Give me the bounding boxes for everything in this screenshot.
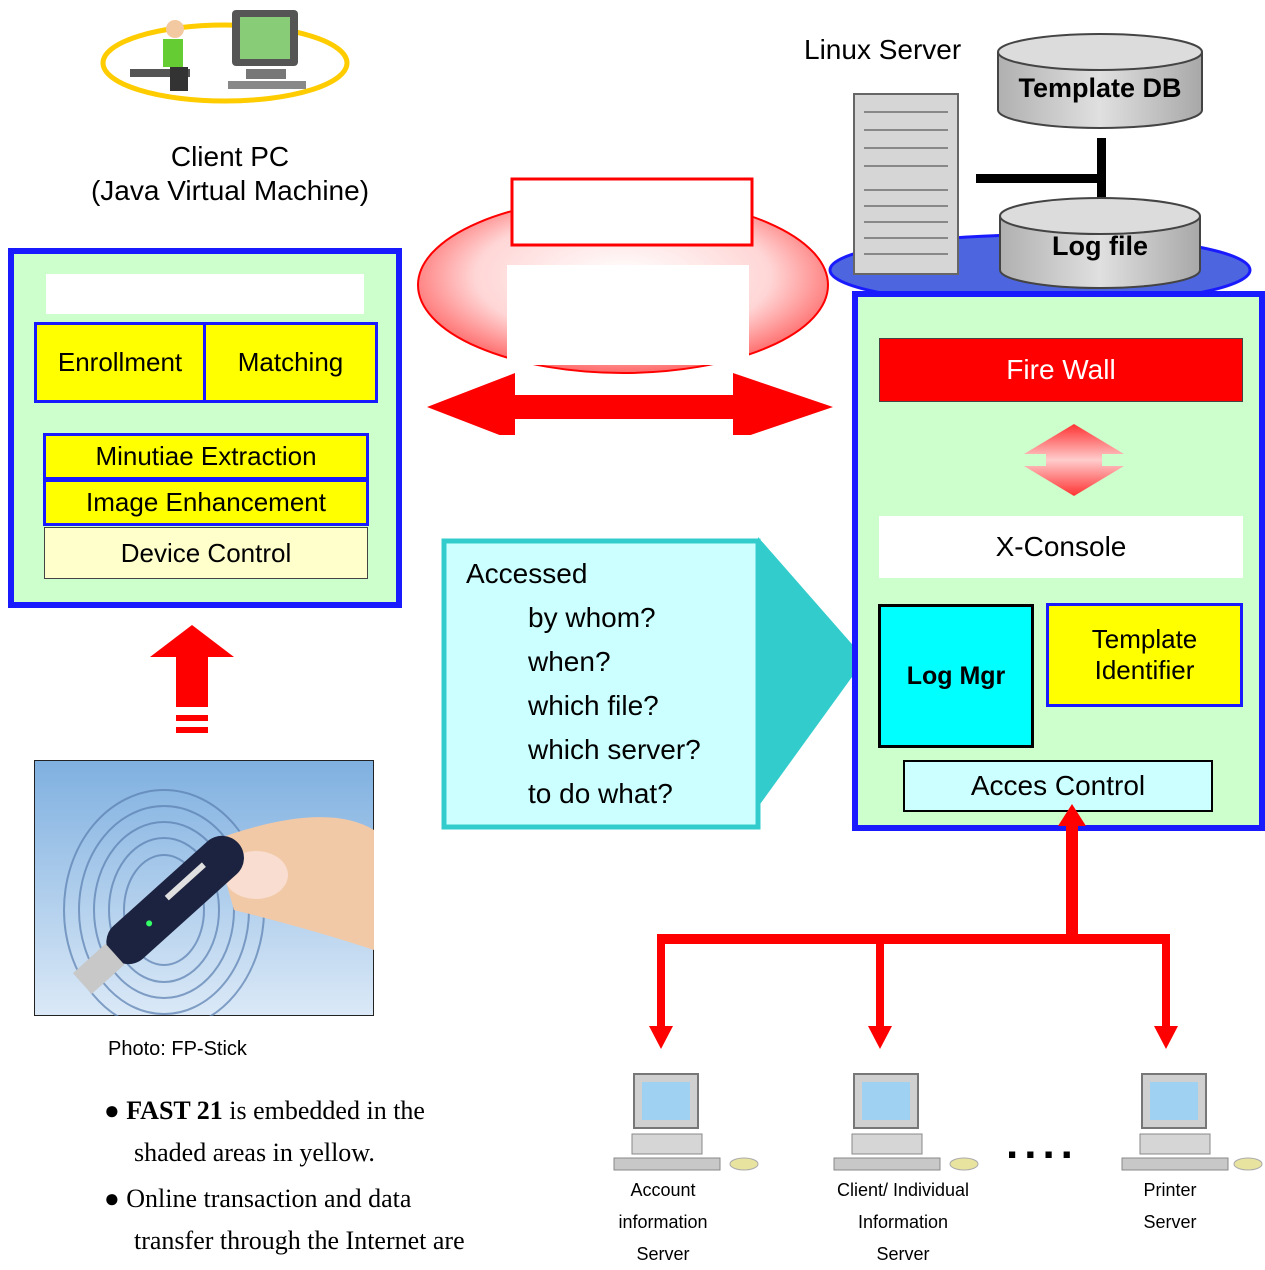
note-1-line-1: ● FAST 21 is embedded in the bbox=[104, 1096, 425, 1125]
more-servers-ellipsis: .... bbox=[1006, 1119, 1079, 1168]
minutiae-extraction-box: Minutiae Extraction bbox=[43, 433, 369, 480]
note-2: ● Online transaction and data transfer t… bbox=[104, 1178, 465, 1262]
photo-caption: Photo: FP-Stick bbox=[108, 1038, 247, 1060]
linux-server-title: Linux Server bbox=[804, 34, 962, 65]
device-control-box: Device Control bbox=[44, 527, 368, 579]
printer-server-label: Printer Server bbox=[1143, 1180, 1197, 1232]
template-db-label: Template DB bbox=[1018, 72, 1182, 103]
enrollment-box: Enrollment bbox=[34, 322, 206, 403]
internet-link bbox=[417, 177, 833, 435]
image-enhancement-box: Image Enhancement bbox=[43, 479, 369, 526]
linux-server-graphic bbox=[828, 33, 1252, 307]
client-pc-title: Client PC (Java Virtual Machine) bbox=[90, 141, 370, 206]
log-file-label: Log file bbox=[1052, 230, 1148, 261]
firewall-xconsole-arrow bbox=[1024, 424, 1124, 496]
access-control-box: Acces Control bbox=[903, 760, 1213, 812]
log-mgr-box: Log Mgr bbox=[878, 604, 1034, 748]
client-info-server-label: Client/ Individual Information Server bbox=[836, 1180, 970, 1264]
note-2-line-1: ● Online transaction and data bbox=[104, 1184, 412, 1213]
client-pc-icon bbox=[100, 10, 350, 104]
fp-stick-photo bbox=[34, 760, 374, 1016]
up-arrow bbox=[150, 625, 234, 733]
account-server-label: Account information Server bbox=[618, 1180, 708, 1264]
note-1: ● FAST 21 is embedded in the shaded area… bbox=[104, 1090, 425, 1174]
client-label-blank bbox=[46, 274, 364, 314]
distribution-arrows bbox=[649, 804, 1178, 1049]
account-server-computer-icon bbox=[613, 1073, 759, 1171]
matching-box: Matching bbox=[203, 322, 378, 403]
fire-wall-box: Fire Wall bbox=[879, 338, 1243, 402]
x-console-box: X-Console bbox=[879, 516, 1243, 578]
access-callout-text: Accessed by whom? when? which file? whic… bbox=[466, 558, 701, 809]
access-callout-shape bbox=[441, 537, 865, 830]
template-identifier-box: Template Identifier bbox=[1046, 603, 1243, 707]
client-info-server-computer-icon bbox=[833, 1073, 979, 1171]
printer-server-computer-icon bbox=[1121, 1073, 1263, 1171]
